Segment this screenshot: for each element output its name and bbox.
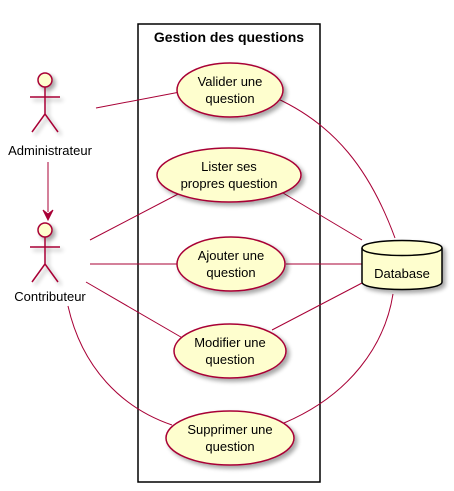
use-case-label-line1: Supprimer une	[187, 422, 272, 437]
connectors	[42, 91, 396, 426]
use-case-label-line2: propres question	[181, 176, 278, 191]
use-case-modifier[interactable]: Modifier une question	[173, 323, 287, 379]
use-case-lister[interactable]: Lister ses propres question	[156, 147, 302, 203]
link-valider-db	[275, 97, 396, 239]
use-case-ellipse	[173, 323, 287, 379]
use-case-valider[interactable]: Valider une question	[176, 62, 284, 118]
use-case-label-line1: Lister ses	[201, 159, 257, 174]
use-case-label-line1: Valider une	[198, 74, 263, 89]
link-supprimer-db	[283, 293, 394, 424]
link-contrib-modifier	[85, 281, 187, 341]
use-case-ellipse	[176, 62, 284, 118]
actor-body	[30, 87, 60, 133]
use-case-ellipse	[156, 147, 302, 203]
link-lister-db	[277, 189, 363, 241]
arrowhead-admin-contrib	[42, 209, 54, 222]
actor-head	[37, 72, 53, 88]
use-case-label-line2: question	[205, 91, 254, 106]
database-rim	[361, 247, 443, 257]
use-case-label-line2: question	[205, 439, 254, 454]
use-case-label-line1: Modifier une	[194, 335, 266, 350]
use-case-label-line2: question	[205, 352, 254, 367]
use-case-ellipse	[165, 410, 295, 466]
database-label: Database	[374, 266, 430, 281]
actor-administrateur[interactable]	[30, 72, 60, 133]
use-case-ellipse	[176, 236, 286, 292]
use-case-supprimer[interactable]: Supprimer une question	[165, 410, 295, 466]
link-admin-valider	[95, 91, 181, 109]
use-case-label-line1: Ajouter une	[198, 248, 265, 263]
use-case-ajouter[interactable]: Ajouter une question	[176, 236, 286, 292]
actor-head	[37, 222, 53, 238]
use-case-label-line2: question	[206, 265, 255, 280]
database-icon[interactable]: Database	[361, 239, 443, 291]
link-contrib-supprimer	[67, 305, 173, 426]
link-contrib-lister	[89, 191, 183, 241]
database-cylinder	[361, 239, 443, 291]
link-modifier-db	[271, 282, 363, 331]
actor-label-administrateur: Administrateur	[8, 143, 92, 158]
actor-contributeur[interactable]	[30, 222, 60, 283]
actor-label-contributeur: Contributeur	[14, 289, 86, 304]
system-title: Gestion des questions	[154, 29, 304, 45]
actor-body	[30, 237, 60, 283]
